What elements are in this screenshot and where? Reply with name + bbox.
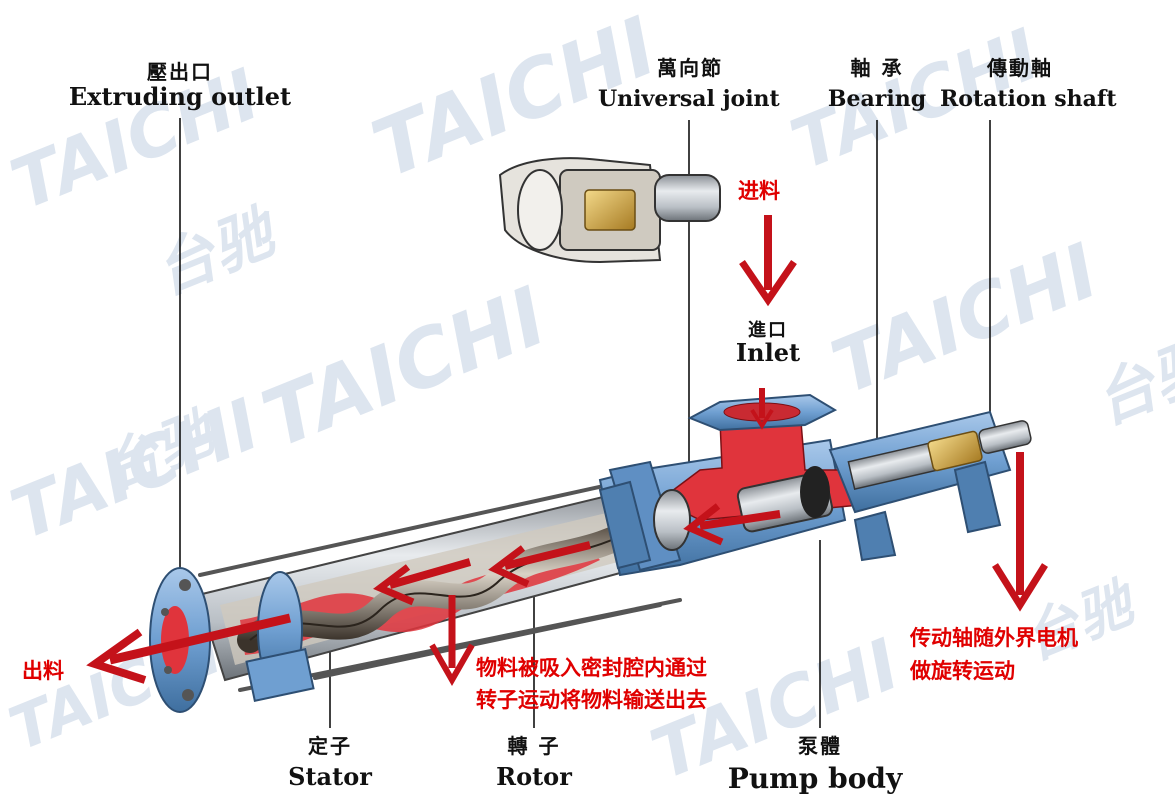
rotation-shaft-label-zh: 傳動軸: [987, 56, 1053, 80]
shaft-arrow-head: [992, 563, 1048, 612]
pump-body-label-zh: 泵體: [798, 734, 842, 758]
flow-arrows: [86, 215, 1048, 687]
shaft-note-line2: 做旋转运动: [910, 659, 1015, 683]
discharge-arrow-head: [86, 628, 147, 684]
inlet-label-en: Inlet: [735, 338, 801, 367]
discharge-annotation: 出料: [22, 659, 64, 683]
discharge-arrow-shaft: [108, 613, 292, 665]
rotation-shaft: [978, 420, 1032, 454]
outlet-opening: [161, 606, 189, 674]
shaft-note-line1: 传动轴随外界电机: [910, 626, 1078, 650]
pump-body-label-en: Pump body: [727, 762, 903, 795]
outlet-label-en: Extruding outlet: [68, 82, 292, 111]
flow-note-line2: 转子运动将物料输送出去: [476, 688, 707, 712]
outlet-label-zh: 壓出口: [147, 60, 213, 84]
stator-label-zh: 定子: [308, 734, 352, 758]
universal-joint-coupling: [653, 489, 691, 551]
stator-label-en: Stator: [288, 762, 372, 791]
joint-seal: [800, 466, 830, 518]
flow-note-line1: 物料被吸入密封腔内通过: [476, 656, 707, 680]
bearing-label-zh: 軸 承: [850, 56, 904, 80]
universal-joint-label-zh: 萬向節: [657, 56, 723, 80]
universal-joint-inset: [498, 157, 721, 264]
universal-joint-label-en: Universal joint: [598, 86, 780, 112]
feed-arrow-head: [739, 260, 797, 307]
inlet-label-zh: 進口: [748, 320, 788, 341]
rotation-shaft-label-en: Rotation shaft: [940, 86, 1117, 112]
bearing-label-en: Bearing: [827, 86, 927, 112]
feed-in-annotation: 进料: [738, 179, 780, 203]
rotor-label-zh: 轉 子: [507, 734, 561, 758]
rotor-label-en: Rotor: [496, 762, 572, 791]
tie-rods: [198, 476, 682, 692]
bearing-element: [927, 430, 983, 472]
